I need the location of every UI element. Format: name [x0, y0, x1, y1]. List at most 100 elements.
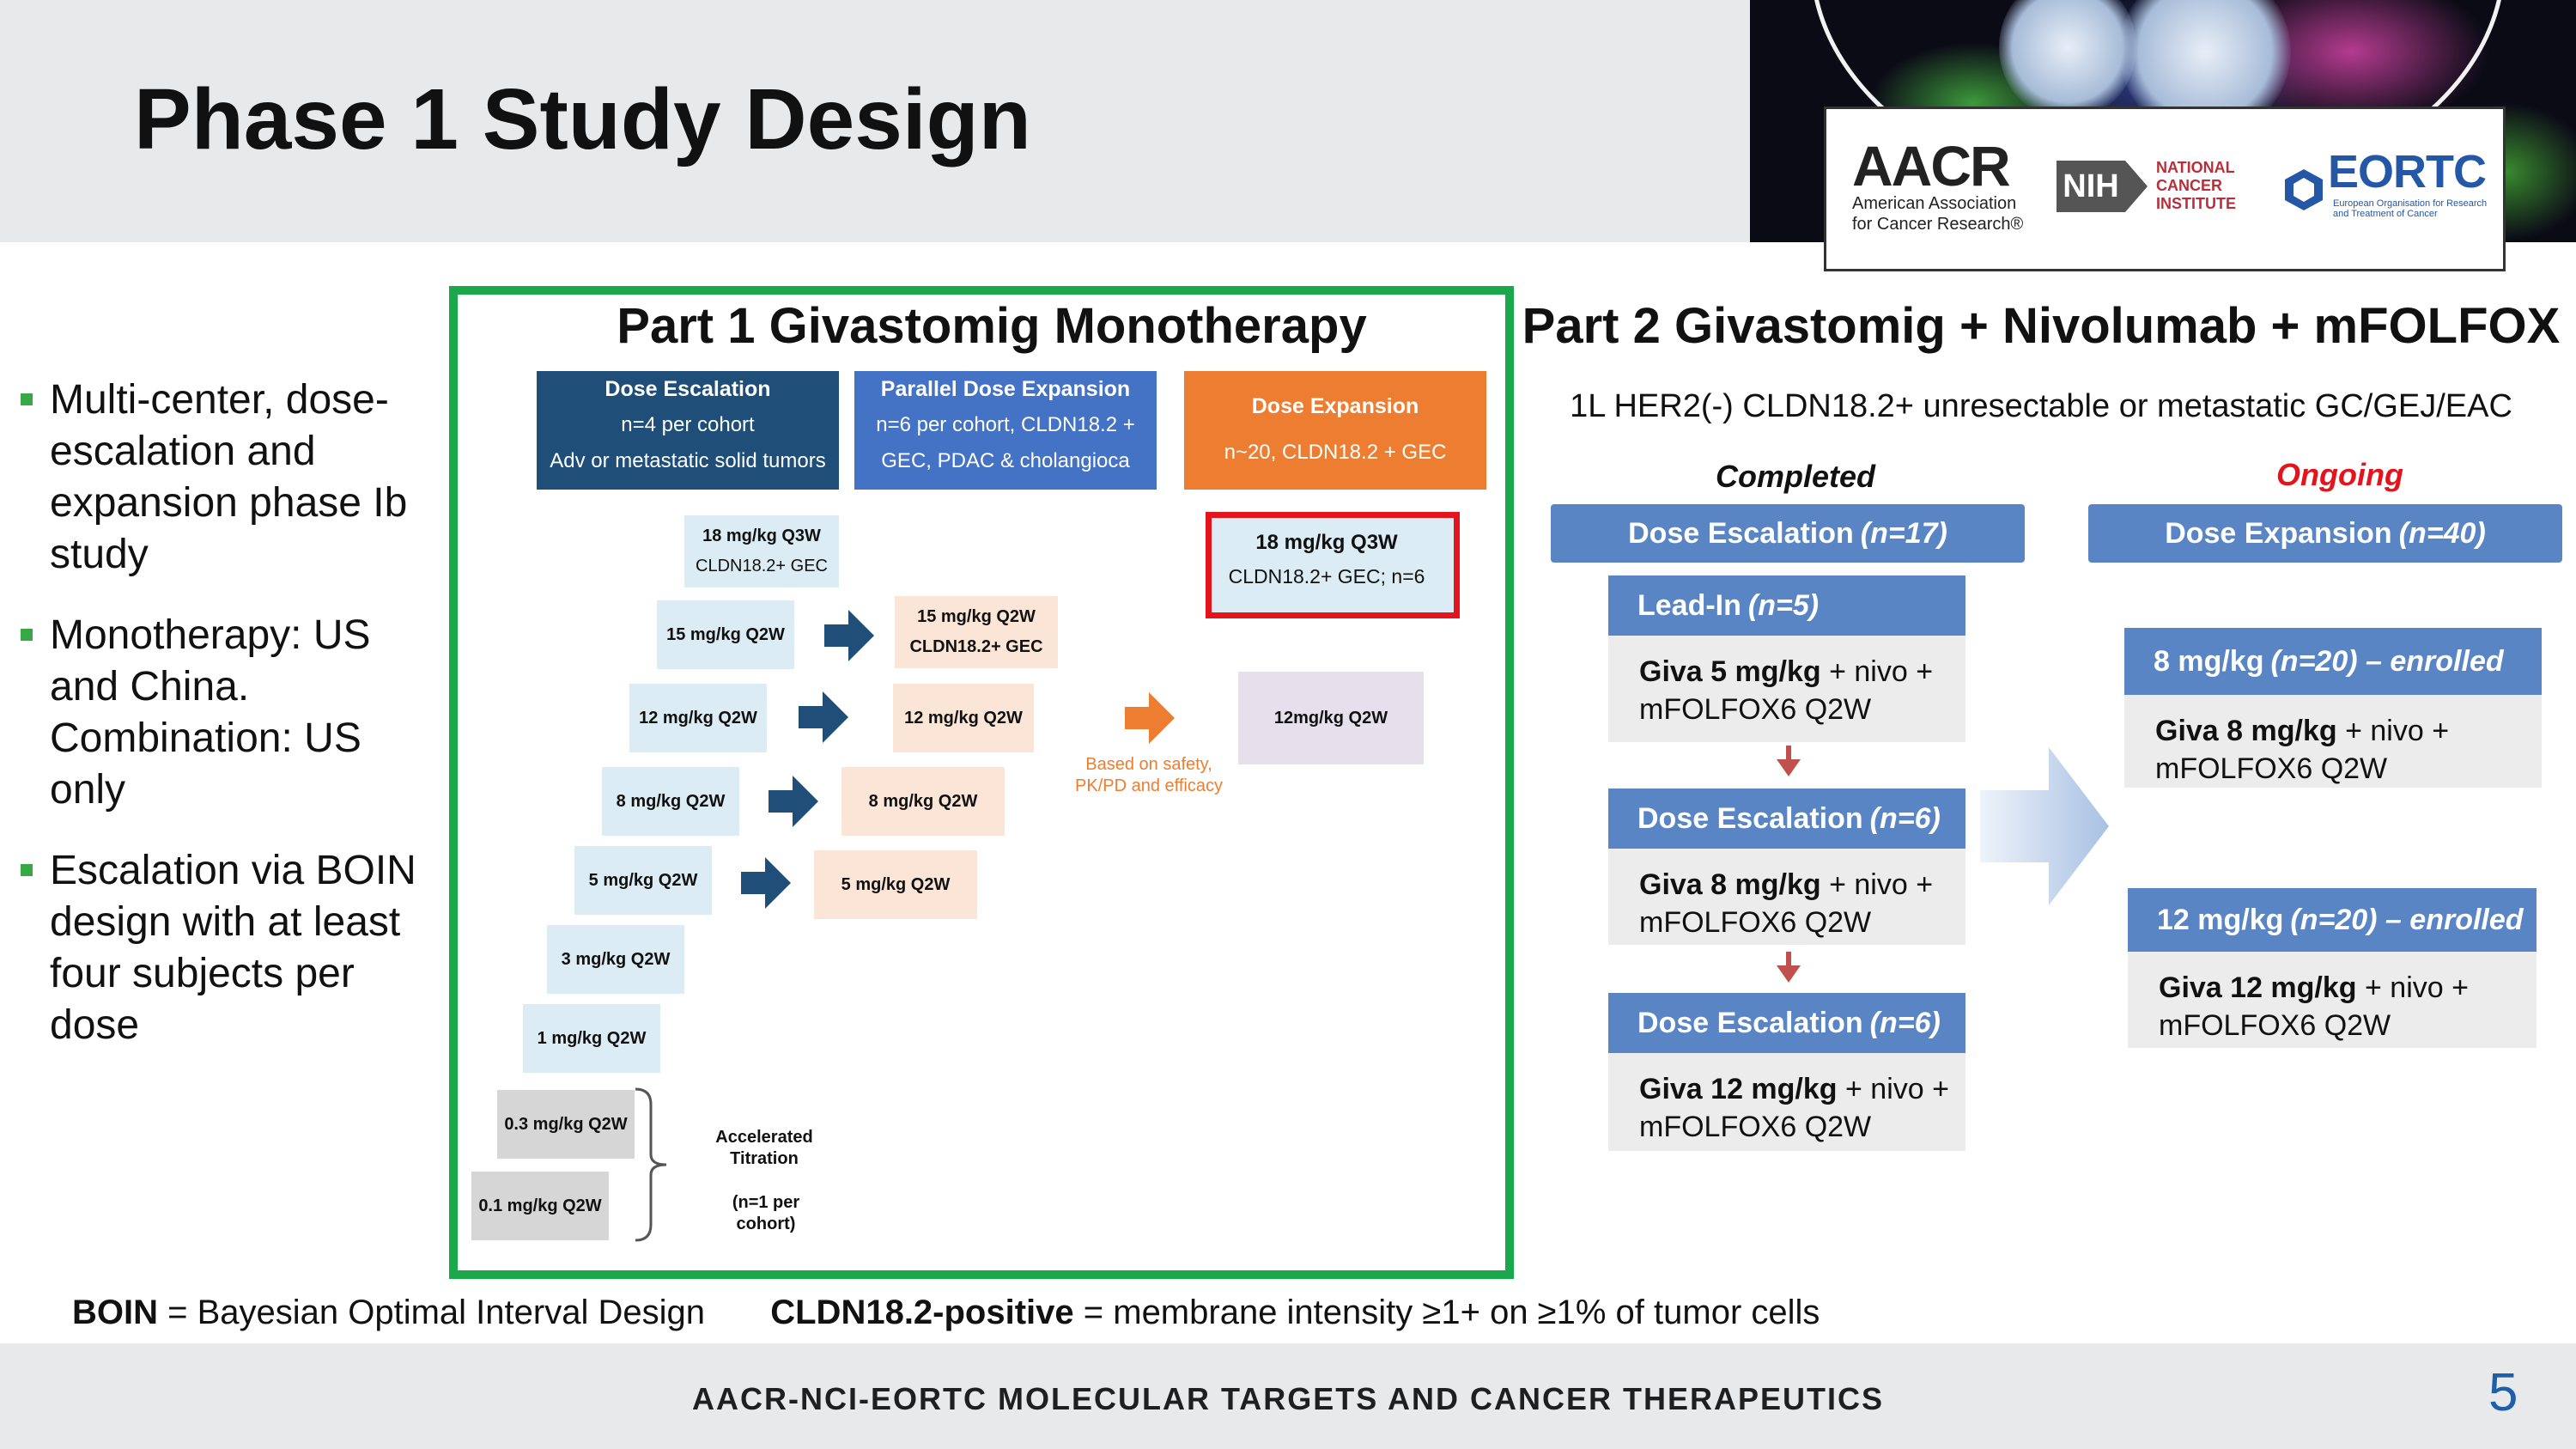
cohort-escalation-8-body: Giva 8 mg/kg + nivo + mFOLFOX6 Q2W — [1608, 849, 1965, 945]
arrow-8-icon — [769, 776, 818, 827]
cohort-expansion-12-title: 12 mg/kg — [2157, 903, 2284, 936]
expansion-18-q3w: 18 mg/kg Q3W CLDN18.2+ GEC; n=6 — [1212, 518, 1442, 600]
arrow-expansion-icon — [1125, 692, 1175, 744]
bar-dose-escalation: Dose Escalation(n=17) — [1551, 504, 2025, 563]
bullet-list: Multi-center, dose-escalation and expans… — [19, 374, 448, 1081]
cohort-lead-in-body: Giva 5 mg/kg + nivo + mFOLFOX6 Q2W — [1608, 636, 1965, 742]
bar-dose-expansion: Dose Expansion(n=40) — [2088, 504, 2562, 563]
step-18-q3w-label: 18 mg/kg Q3W — [702, 527, 821, 545]
cohort-expansion-12-rest1: + nivo + — [2356, 971, 2469, 1004]
cohort-expansion-8-rest2: mFOLFOX6 Q2W — [2155, 752, 2388, 785]
parallel-15-q2w-sub: CLDN18.2+ GEC — [909, 637, 1043, 656]
down-arrow-1-icon — [1777, 759, 1801, 776]
footnote-boin-term: BOIN — [72, 1294, 158, 1331]
step-0-3-q2w: 0.3 mg/kg Q2W — [497, 1090, 635, 1159]
parallel-5-q2w: 5 mg/kg Q2W — [814, 850, 977, 919]
aacr-logo: AACR — [1852, 134, 2011, 198]
logo-panel: AACR American Association for Cancer Res… — [1824, 107, 2506, 271]
slide-title: Phase 1 Study Design — [134, 71, 1031, 167]
cohort-escalation-12-header: Dose Escalation(n=6) — [1608, 993, 1965, 1053]
cohort-expansion-8-rest1: + nivo + — [2336, 715, 2450, 747]
header-dose-escalation-line2: Adv or metastatic solid tumors — [550, 449, 826, 472]
step-0-1-q2w: 0.1 mg/kg Q2W — [471, 1172, 609, 1240]
cohort-escalation-8-title: Dose Escalation — [1637, 801, 1863, 835]
highlight-18-q3w — [1206, 512, 1460, 618]
aacr-logo-subtitle: American Association for Cancer Research… — [1852, 194, 2024, 234]
arrow-15-icon — [824, 610, 874, 661]
arrow-12-icon — [799, 691, 848, 743]
header-dose-expansion-title: Dose Expansion — [1251, 394, 1419, 418]
banner-cell-left — [1999, 0, 2136, 120]
header-parallel-expansion: Parallel Dose Expansion n=6 per cohort, … — [854, 371, 1157, 490]
transition-arrow-icon — [1980, 747, 2109, 905]
accelerated-titration-note: (n=1 per cohort) — [732, 1193, 800, 1233]
cohort-expansion-12-body: Giva 12 mg/kg + nivo + mFOLFOX6 Q2W — [2128, 952, 2537, 1048]
part1-frame — [449, 286, 1514, 1279]
down-arrow-1-shaft — [1786, 746, 1791, 761]
bar-dose-expansion-n: (n=40) — [2398, 516, 2486, 550]
step-18-q3w: 18 mg/kg Q3W CLDN18.2+ GEC — [684, 515, 839, 588]
accelerated-titration-label: Accelerated Titration — [715, 1128, 813, 1168]
bar-dose-escalation-n: (n=17) — [1860, 516, 1947, 550]
expansion-18-q3w-sub: CLDN18.2+ GEC; n=6 — [1228, 564, 1425, 588]
bullet-regions: Monotherapy: US and China. Combination: … — [19, 610, 448, 816]
part1-title: Part 1 Givastomig Monotherapy — [617, 298, 1367, 354]
bar-dose-escalation-label: Dose Escalation — [1628, 516, 1854, 550]
page-number: 5 — [2488, 1363, 2518, 1422]
cohort-escalation-8-header: Dose Escalation(n=6) — [1608, 788, 1965, 849]
cohort-expansion-12-rest2: mFOLFOX6 Q2W — [2159, 1009, 2391, 1042]
parallel-8-q2w: 8 mg/kg Q2W — [841, 767, 1005, 836]
cohort-lead-in-title: Lead-In — [1637, 588, 1741, 622]
nih-chevron-icon — [2125, 161, 2148, 212]
cohort-escalation-8-dose: Giva 8 mg/kg — [1639, 868, 1821, 901]
step-15-q2w: 15 mg/kg Q2W — [657, 600, 794, 669]
footnote-boin-definition: = Bayesian Optimal Interval Design — [158, 1294, 705, 1331]
header-dose-expansion: Dose Expansion n~20, CLDN18.2 + GEC — [1184, 371, 1486, 490]
cohort-expansion-8-n: (n=20) – enrolled — [2270, 644, 2504, 678]
cohort-lead-in-n: (n=5) — [1747, 588, 1820, 622]
cohort-escalation-12-rest2: mFOLFOX6 Q2W — [1639, 1111, 1872, 1143]
status-ongoing: Ongoing — [2276, 457, 2403, 492]
header-dose-expansion-line1: n~20, CLDN18.2 + GEC — [1224, 441, 1447, 464]
cohort-escalation-8-n: (n=6) — [1869, 801, 1941, 835]
footnote-cldn-term: CLDN18.2-positive — [770, 1294, 1074, 1331]
cohort-escalation-12-rest1: + nivo + — [1837, 1073, 1949, 1105]
eortc-hexagon-icon — [2285, 169, 2323, 210]
parallel-12-q2w: 12 mg/kg Q2W — [893, 684, 1034, 752]
header-dose-escalation: Dose Escalation n=4 per cohort Adv or me… — [537, 371, 839, 490]
cohort-expansion-8-body: Giva 8 mg/kg + nivo + mFOLFOX6 Q2W — [2124, 695, 2542, 788]
cohort-escalation-12-body: Giva 12 mg/kg + nivo + mFOLFOX6 Q2W — [1608, 1053, 1965, 1151]
header-dose-escalation-title: Dose Escalation — [605, 377, 771, 401]
cohort-expansion-8-header: 8 mg/kg(n=20) – enrolled — [2124, 628, 2542, 695]
parallel-15-q2w-label: 15 mg/kg Q2W — [917, 607, 1036, 626]
cohort-escalation-12-n: (n=6) — [1869, 1006, 1941, 1039]
bar-dose-expansion-label: Dose Expansion — [2165, 516, 2392, 550]
footnote: BOIN = Bayesian Optimal Interval Design … — [72, 1294, 1820, 1332]
step-1-q2w: 1 mg/kg Q2W — [523, 1004, 660, 1073]
accelerated-bracket-icon — [635, 1087, 667, 1242]
cohort-expansion-8-title: 8 mg/kg — [2154, 644, 2264, 678]
nih-logo: NIH — [2057, 161, 2125, 212]
down-arrow-2-icon — [1777, 965, 1801, 983]
header-parallel-expansion-line1: n=6 per cohort, CLDN18.2 + — [876, 413, 1135, 436]
header-dose-escalation-line1: n=4 per cohort — [621, 413, 755, 436]
step-3-q2w: 3 mg/kg Q2W — [547, 925, 684, 994]
expansion-12-q2w: 12mg/kg Q2W — [1238, 672, 1424, 764]
step-18-q3w-sub: CLDN18.2+ GEC — [696, 557, 828, 575]
cohort-expansion-12-n: (n=20) – enrolled — [2290, 903, 2524, 936]
part2-subtitle: 1L HER2(-) CLDN18.2+ unresectable or met… — [1570, 388, 2512, 424]
cohort-lead-in-rest1: + nivo + — [1820, 655, 1934, 688]
cohort-expansion-12-dose: Giva 12 mg/kg — [2159, 971, 2357, 1004]
footnote-cldn-definition: = membrane intensity ≥1+ on ≥1% of tumor… — [1073, 1294, 1820, 1331]
step-5-q2w: 5 mg/kg Q2W — [574, 846, 712, 915]
cohort-escalation-12-dose: Giva 12 mg/kg — [1639, 1073, 1838, 1105]
expansion-criteria-note: Based on safety, PK/PD and efficacy — [1075, 755, 1223, 795]
footer-conference-name: AACR-NCI-EORTC MOLECULAR TARGETS AND CAN… — [692, 1381, 1884, 1416]
cohort-escalation-8-rest1: + nivo + — [1820, 868, 1934, 901]
cohort-lead-in-header: Lead-In(n=5) — [1608, 575, 1965, 636]
cohort-lead-in-dose: Giva 5 mg/kg — [1639, 655, 1821, 688]
bullet-study-type: Multi-center, dose-escalation and expans… — [19, 374, 448, 581]
cohort-expansion-12-header: 12 mg/kg(n=20) – enrolled — [2128, 888, 2537, 952]
nci-logo-text: NATIONAL CANCER INSTITUTE — [2156, 159, 2236, 212]
eortc-logo: EORTC — [2328, 146, 2487, 198]
